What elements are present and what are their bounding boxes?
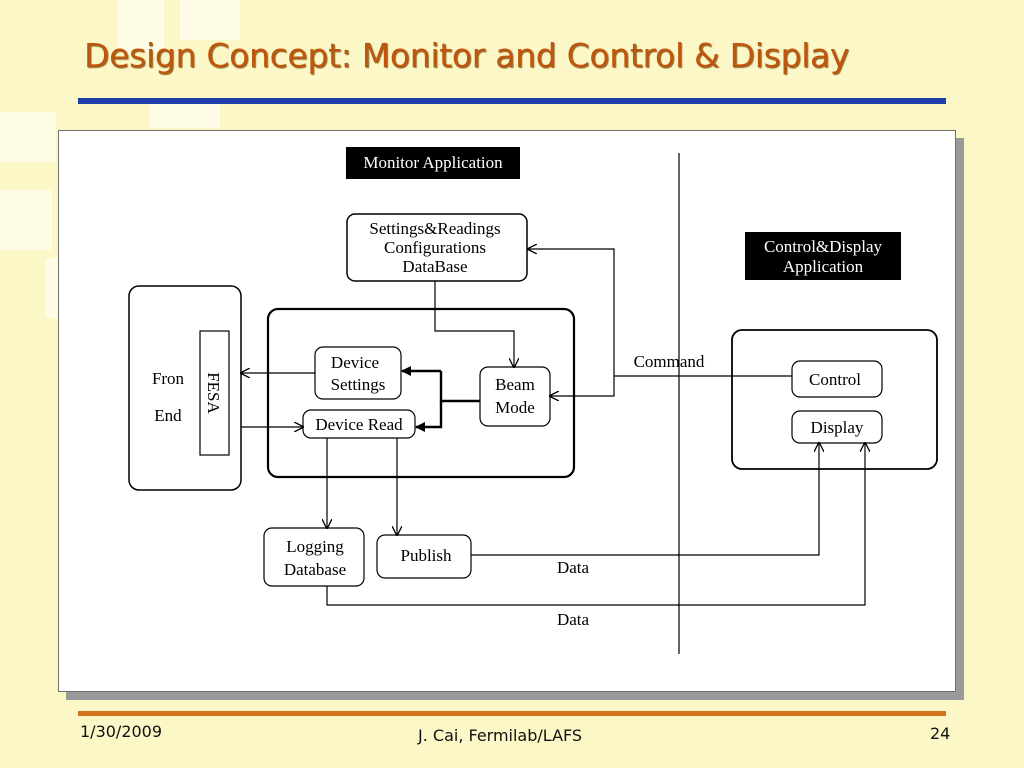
fesa-box: FESA	[199, 330, 230, 456]
decor-square	[150, 104, 220, 128]
device-settings-box: Device Settings	[314, 346, 402, 400]
data-label-publish: Data	[557, 558, 590, 577]
publish-box: Publish	[376, 534, 472, 579]
arrow-db-to-beam-mode	[434, 281, 514, 367]
command-label: Command	[634, 352, 705, 371]
footer-date: 1/30/2009	[80, 722, 163, 741]
page-number: 24	[930, 724, 951, 743]
svg-text:Settings&Readings: Settings&Readings	[369, 219, 500, 238]
footer-author: J. Cai, Fermilab/LAFS	[418, 726, 583, 745]
svg-text:FESA: FESA	[204, 372, 223, 414]
beam-mode-box: Beam Mode	[479, 366, 551, 427]
monitor-core-container	[266, 307, 576, 479]
diagram-panel: Monitor Application Control&Display Appl…	[58, 130, 956, 692]
svg-text:Device: Device	[331, 353, 379, 372]
display-box: Display	[791, 410, 883, 444]
svg-text:Mode: Mode	[495, 398, 535, 417]
data-label-logging: Data	[557, 610, 590, 629]
svg-text:Configurations: Configurations	[384, 238, 486, 257]
monitor-application-label: Monitor Application	[346, 147, 520, 179]
slide-title: Design Concept: Monitor and Control & Di…	[84, 36, 850, 75]
svg-text:Beam: Beam	[495, 375, 535, 394]
control-display-container	[731, 329, 938, 470]
svg-text:Control: Control	[809, 370, 861, 389]
svg-text:DataBase: DataBase	[402, 257, 467, 276]
svg-text:Fron: Fron	[152, 369, 185, 388]
arrow-publish-to-display	[471, 443, 819, 556]
control-box: Control	[791, 360, 883, 398]
svg-text:Application: Application	[783, 257, 864, 276]
svg-text:Monitor Application: Monitor Application	[363, 153, 503, 172]
decor-square	[0, 112, 56, 162]
decor-square	[45, 258, 59, 318]
svg-text:Database: Database	[284, 560, 346, 579]
arrow-beam-mode-to-device-read	[415, 401, 443, 432]
svg-text:Display: Display	[811, 418, 864, 437]
svg-text:Publish: Publish	[400, 546, 452, 565]
device-read-box: Device Read	[302, 409, 416, 439]
arrow-logging-to-display	[326, 443, 865, 606]
logging-database-box: Logging Database	[263, 527, 365, 587]
arrow-beam-mode-to-devices	[439, 371, 480, 403]
decor-square	[118, 0, 164, 52]
control-display-application-label: Control&Display Application	[745, 232, 901, 280]
svg-text:Settings: Settings	[331, 375, 386, 394]
svg-text:Control&Display: Control&Display	[764, 237, 883, 256]
decor-square	[0, 190, 52, 250]
arrow-command-to-db	[528, 249, 615, 376]
decor-square	[180, 0, 240, 40]
svg-text:End: End	[154, 406, 182, 425]
svg-text:Device Read: Device Read	[315, 415, 403, 434]
title-underline	[78, 98, 946, 104]
arrow-command-to-beam-mode	[550, 376, 615, 396]
svg-text:Logging: Logging	[286, 537, 344, 556]
settings-readings-database-box: Settings&Readings Configurations DataBas…	[346, 213, 528, 282]
footer-rule	[78, 711, 946, 716]
